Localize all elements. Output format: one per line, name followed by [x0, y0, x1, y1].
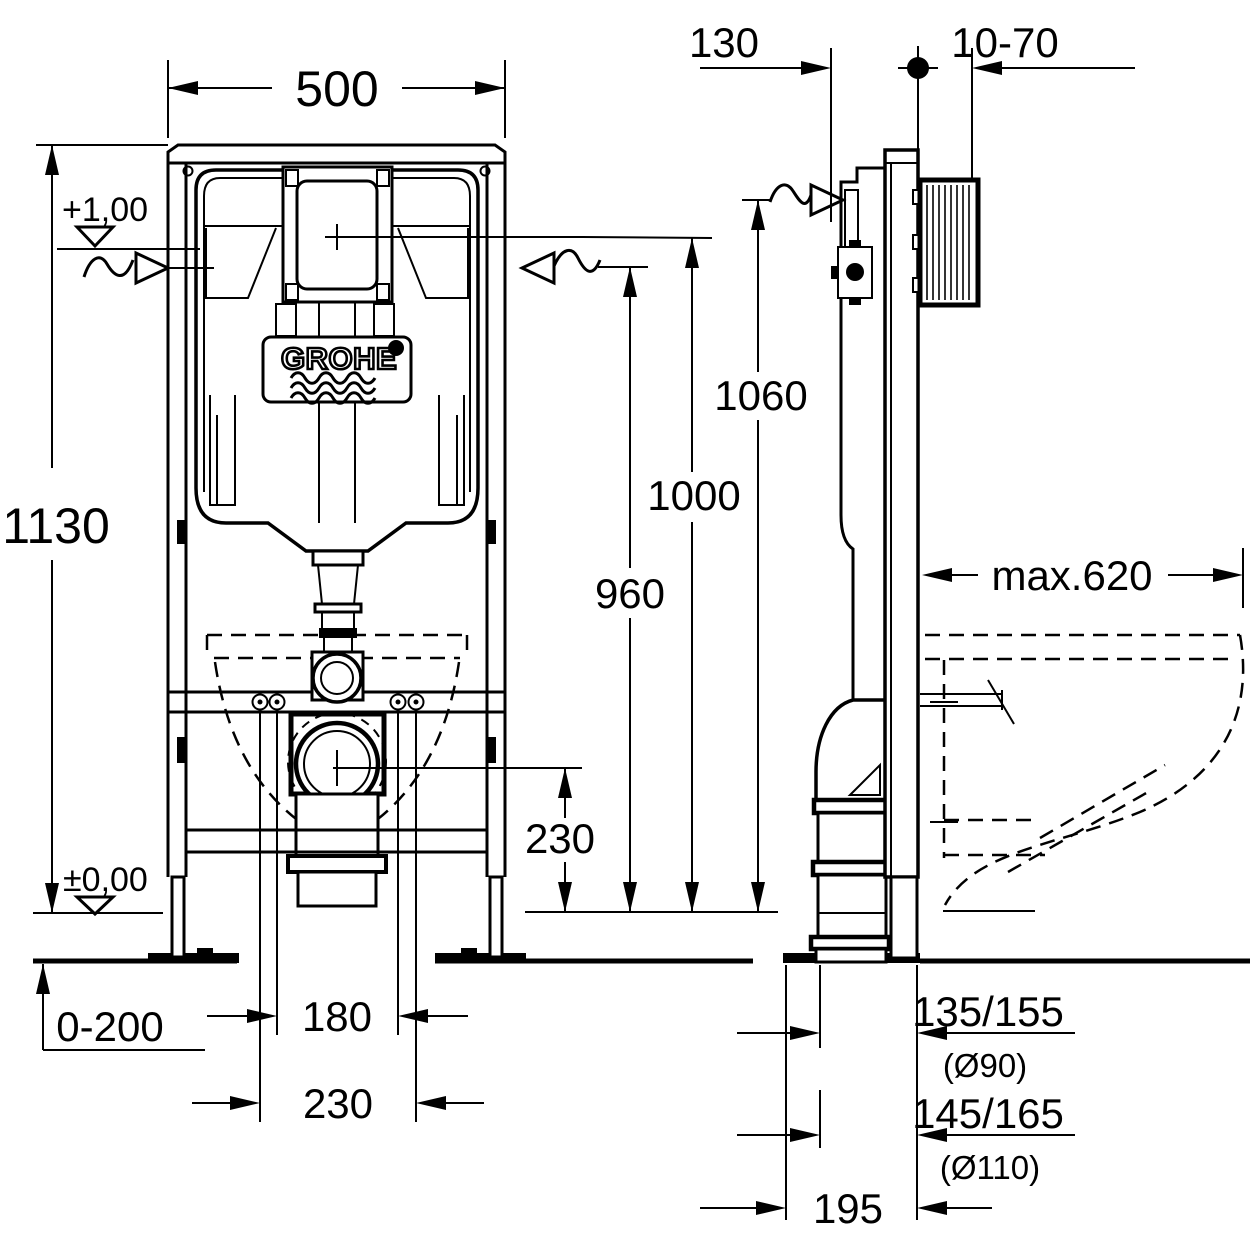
- dim-195: 195: [700, 1185, 992, 1232]
- inlet-valve-port: [846, 263, 864, 281]
- dimensions: 500 1130 1060 1000: [2, 19, 1244, 1232]
- grohe-logo: GROHE: [261, 335, 413, 405]
- inlet-pipe-stub: [844, 189, 859, 248]
- foot-tab-left: [197, 948, 213, 956]
- dim-floor-adjust-label: 0-200: [56, 1003, 163, 1050]
- rail-tab: [177, 520, 186, 544]
- frame-top-rail: [166, 143, 507, 165]
- dia-90-label: (Ø90): [943, 1047, 1027, 1084]
- dim-1000: 1000: [647, 238, 741, 912]
- side-rail-foot: [889, 875, 919, 960]
- squiggle-side: [768, 183, 814, 205]
- dim-height-1130: 1130: [2, 144, 168, 913]
- frame-foot-left: [170, 875, 186, 959]
- dim-width-label: 500: [295, 61, 378, 117]
- level-plus-label: +1,00: [62, 191, 148, 229]
- dim-drain-height-label: 230: [525, 815, 595, 862]
- dim-1000-label: 1000: [647, 472, 740, 519]
- side-view: [785, 46, 1245, 1220]
- dim-960-label: 960: [595, 570, 665, 617]
- logo-wave: [289, 391, 377, 405]
- dim-spacing-230: 230: [192, 1080, 484, 1127]
- dim-145-165-label: 145/165: [912, 1090, 1064, 1137]
- level-zero-label: ±0,00: [63, 861, 148, 899]
- dim-960: 960: [595, 267, 665, 912]
- inlet-arrow-right: [518, 250, 556, 286]
- ground-lines: [33, 910, 1250, 964]
- drain-assembly: [286, 711, 582, 908]
- dim-depth-label: 130: [689, 19, 759, 66]
- dim-floor-adjust: 0-200: [36, 964, 205, 1051]
- frame-foot-right: [488, 875, 504, 959]
- front-view: GROHE: [166, 143, 713, 1122]
- logo-dot: [388, 340, 404, 356]
- water-inlet-arrows: [82, 182, 847, 286]
- dim-drain-height-230: 230: [525, 768, 595, 912]
- dim-1060-label: 1060: [714, 372, 807, 419]
- foot-tab-right: [461, 948, 477, 956]
- dia-110-label: (Ø110): [940, 1149, 1040, 1186]
- bowl-support-rod: [920, 679, 1015, 725]
- dim-depth-130: 130: [689, 19, 832, 222]
- side-drop-pipe: [816, 873, 888, 939]
- rail-tab: [487, 520, 496, 544]
- tank-insulation-left: [205, 227, 277, 299]
- fixing-point-marker: [898, 46, 938, 150]
- rail-tab: [487, 737, 496, 763]
- dim-195-label: 195: [813, 1185, 883, 1232]
- dim-width-500: 500: [167, 60, 506, 138]
- wall-bracket: [912, 177, 981, 308]
- tank-tower-right: [438, 395, 465, 506]
- tank-tower-left: [209, 395, 236, 506]
- inlet-arrow-left: [134, 250, 172, 286]
- dim-145-165: 145/165 (Ø110): [737, 1090, 1075, 1186]
- logo-wave: [289, 371, 377, 385]
- dim-spacing-180: 180: [207, 993, 468, 1040]
- dim-total-height-label: 1130: [2, 498, 110, 554]
- logo-text: GROHE: [281, 341, 397, 376]
- dim-135-155-label: 135/155: [912, 988, 1064, 1035]
- side-rail: [883, 148, 920, 879]
- inlet-arrow-side: [809, 182, 847, 218]
- level-triangle-top: [73, 225, 117, 249]
- flush-pipe: [311, 549, 365, 654]
- dim-rod-range: 10-70: [951, 19, 1135, 180]
- dim-1060: 1060: [714, 200, 808, 912]
- bowl-outline-side: [925, 633, 1245, 906]
- dim-spacing-230-label: 230: [303, 1080, 373, 1127]
- level-triangle-zero: [73, 895, 117, 917]
- drain-outlet-pipe: [296, 870, 378, 908]
- dim-max-620: max.620: [922, 548, 1244, 608]
- dim-max-depth-label: max.620: [991, 552, 1152, 599]
- logo-wave: [289, 381, 377, 395]
- squiggle-left: [82, 256, 135, 278]
- dim-spacing-180-label: 180: [302, 993, 372, 1040]
- dim-135-155: 135/155 (Ø90): [737, 988, 1075, 1084]
- level-marks: +1,00 ±0,00: [57, 191, 200, 917]
- tank-insulation-right: [397, 227, 469, 299]
- fixing-bolts: [251, 693, 425, 711]
- rail-tab: [177, 737, 186, 763]
- drain-flange: [286, 854, 388, 874]
- dim-rod-range-label: 10-70: [951, 19, 1058, 66]
